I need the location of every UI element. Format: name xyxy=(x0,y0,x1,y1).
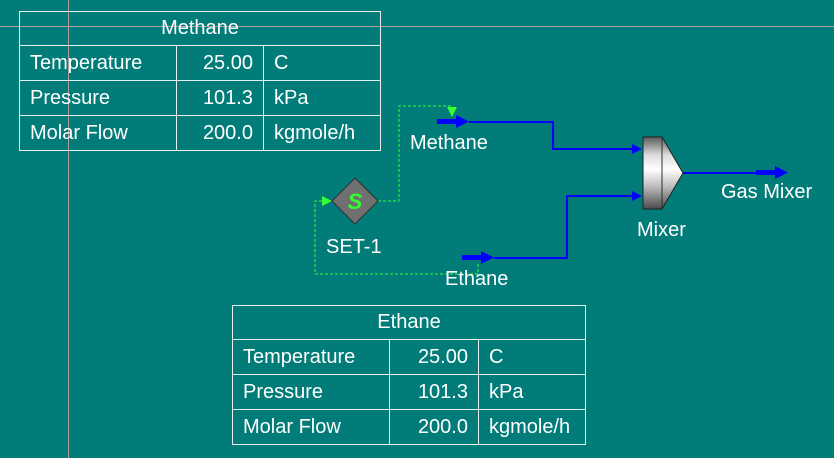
ethane-to-mixer-line[interactable] xyxy=(494,195,640,259)
table-row: Temperature 25.00 C xyxy=(19,45,381,81)
methane-to-mixer-line[interactable] xyxy=(469,121,640,150)
property-name: Molar Flow xyxy=(232,409,390,445)
logical-arrow-methane-icon xyxy=(447,107,457,117)
product-stream-arrow-icon xyxy=(775,166,788,179)
set-unit-label[interactable]: SET-1 xyxy=(326,236,382,258)
mixer-inlet-arrow-1-icon xyxy=(632,144,642,154)
ethane-stream-label[interactable]: Ethane xyxy=(445,268,509,290)
methane-table-title: Methane xyxy=(19,11,381,46)
property-value: 200.0 xyxy=(389,409,479,445)
property-value: 101.3 xyxy=(176,80,264,116)
methane-property-table[interactable]: Methane Temperature 25.00 C Pressure 101… xyxy=(19,11,381,151)
property-unit: C xyxy=(478,339,586,375)
product-stream-label[interactable]: Gas Mixer xyxy=(721,181,813,203)
table-row: Molar Flow 200.0 kgmole/h xyxy=(19,115,381,151)
property-value: 101.3 xyxy=(389,374,479,410)
ethane-stream-icon[interactable] xyxy=(462,255,482,260)
property-name: Temperature xyxy=(19,45,177,81)
mixer-label[interactable]: Mixer xyxy=(637,219,686,241)
property-value: 25.00 xyxy=(389,339,479,375)
property-unit: kgmole/h xyxy=(478,409,586,445)
property-name: Pressure xyxy=(19,80,177,116)
table-row: Pressure 101.3 kPa xyxy=(19,80,381,116)
table-row: Pressure 101.3 kPa xyxy=(232,374,586,410)
property-unit: kgmole/h xyxy=(263,115,381,151)
mixer-inlet-arrow-2-icon xyxy=(632,191,642,201)
methane-stream-icon[interactable] xyxy=(437,119,457,124)
set-symbol: S xyxy=(348,189,363,214)
property-unit: kPa xyxy=(478,374,586,410)
logical-connection-from-ethane[interactable] xyxy=(314,200,479,275)
logical-arrow-set-icon xyxy=(322,196,332,206)
set-unit-icon[interactable] xyxy=(331,177,379,225)
mixer-icon[interactable] xyxy=(642,136,684,210)
property-unit: kPa xyxy=(263,80,381,116)
property-name: Molar Flow xyxy=(19,115,177,151)
ethane-stream-arrow-icon xyxy=(481,251,494,264)
property-value: 25.00 xyxy=(176,45,264,81)
property-unit: C xyxy=(263,45,381,81)
product-stream-icon[interactable] xyxy=(756,170,776,175)
ethane-property-table[interactable]: Ethane Temperature 25.00 C Pressure 101.… xyxy=(232,305,586,445)
ethane-table-title: Ethane xyxy=(232,305,586,340)
methane-stream-arrow-icon xyxy=(456,115,469,128)
table-row: Temperature 25.00 C xyxy=(232,339,586,375)
property-name: Temperature xyxy=(232,339,390,375)
property-name: Pressure xyxy=(232,374,390,410)
property-value: 200.0 xyxy=(176,115,264,151)
methane-stream-label[interactable]: Methane xyxy=(410,132,488,154)
table-row: Molar Flow 200.0 kgmole/h xyxy=(232,409,586,445)
